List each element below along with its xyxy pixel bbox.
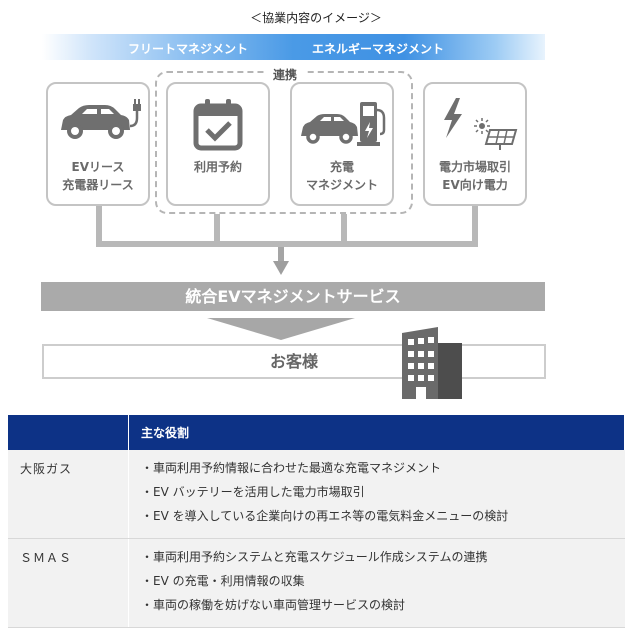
connector-v2 xyxy=(214,214,220,247)
integrated-service-bar: 統合EVマネジメントサービス xyxy=(41,282,545,311)
table-header-row: 主な役割 xyxy=(8,415,625,450)
connector-horizontal xyxy=(96,241,478,247)
box-ev-lease-line1: EVリース xyxy=(71,160,125,174)
calendar-check-icon xyxy=(193,99,243,151)
connector-down xyxy=(278,247,284,262)
ev-car-plug-icon xyxy=(61,99,141,139)
connector-v3 xyxy=(341,214,347,247)
banner-energy-label: エネルギーマネジメント xyxy=(312,42,445,56)
table-row: ＳＭＡＳ ・車両利用予約システムと充電スケジュール作成システムの連携 ・EV の… xyxy=(8,538,625,628)
down-triangle-icon xyxy=(207,318,355,340)
table-header-org xyxy=(8,415,129,450)
lightning-solar-icon xyxy=(444,98,518,150)
list-item: ・車両利用予約情報に合わせた最適な充電マネジメント xyxy=(141,461,442,475)
building-icon xyxy=(402,327,462,399)
box-charging-line2: マネジメント xyxy=(305,178,378,192)
table-row: 大阪ガス ・車両利用予約情報に合わせた最適な充電マネジメント ・EV バッテリー… xyxy=(8,450,625,539)
box-reservation: 利用予約 xyxy=(166,82,270,206)
box-power-market: 電力市場取引 EV向け電力 xyxy=(423,82,527,206)
list-item: ・車両の稼働を妨げない車両管理サービスの検討 xyxy=(141,598,406,612)
connector-v1 xyxy=(96,206,102,247)
row-org-osaka-gas: 大阪ガス xyxy=(8,450,129,539)
list-item: ・EV を導入している企業向けの再エネ等の電気料金メニューの検討 xyxy=(141,509,509,523)
table-header-role: 主な役割 xyxy=(128,415,625,450)
list-item: ・車両利用予約システムと充電スケジュール作成システムの連携 xyxy=(141,550,488,564)
box-charging-line1: 充電 xyxy=(329,160,354,174)
banner-fleet-label: フリートマネジメント xyxy=(128,42,249,56)
row-org-smas: ＳＭＡＳ xyxy=(8,538,129,628)
car-charger-icon xyxy=(301,102,386,146)
box-reservation-line1: 利用予約 xyxy=(193,160,242,174)
roles-table: 主な役割 大阪ガス ・車両利用予約情報に合わせた最適な充電マネジメント ・EV … xyxy=(8,415,625,628)
list-item: ・EV の充電・利用情報の収集 xyxy=(141,574,305,588)
box-power-line2: EV向け電力 xyxy=(442,178,508,192)
customer-box: お客様 xyxy=(42,344,546,379)
box-power-line1: 電力市場取引 xyxy=(438,160,511,174)
down-arrow-icon xyxy=(273,261,289,275)
box-ev-lease: EVリース 充電器リース xyxy=(46,82,150,206)
list-item: ・EV バッテリーを活用した電力市場取引 xyxy=(141,485,365,499)
box-charging-management: 充電 マネジメント xyxy=(290,82,394,206)
renkei-label: 連携 xyxy=(264,66,306,83)
management-banner: フリートマネジメント エネルギーマネジメント xyxy=(42,34,545,60)
diagram-title: ＜協業内容のイメージ＞ xyxy=(250,11,382,25)
box-ev-lease-line2: 充電器リース xyxy=(62,178,134,192)
connector-v4 xyxy=(472,206,478,247)
